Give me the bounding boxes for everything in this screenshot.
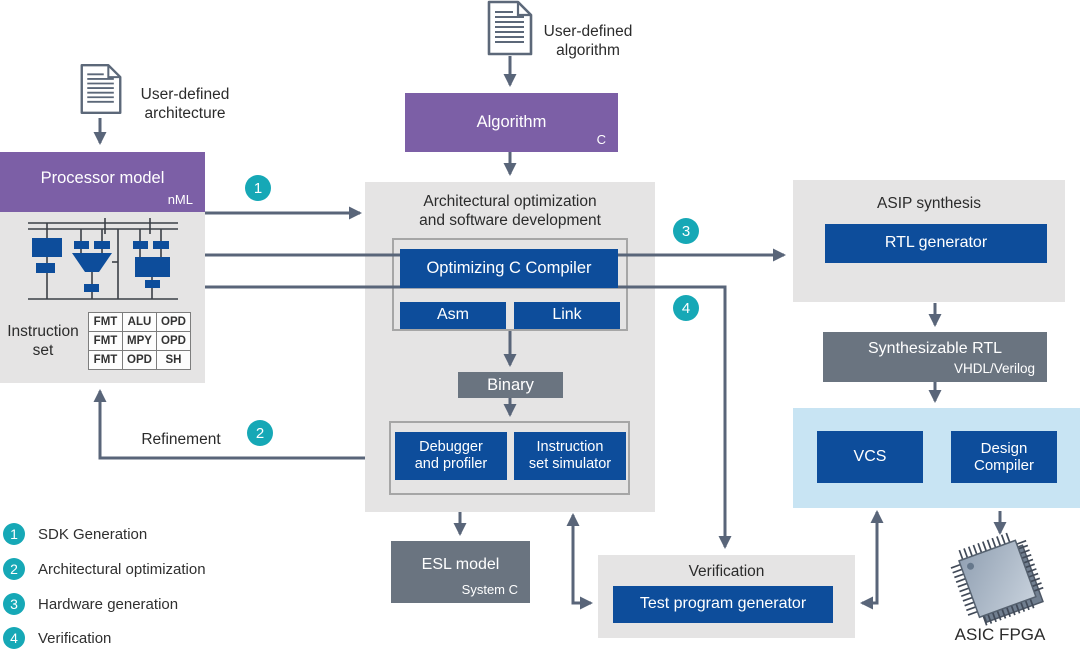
algorithm-language-tag: C [596, 132, 606, 147]
legend-label: Hardware generation [38, 595, 179, 613]
table-cell: FMT [88, 331, 123, 351]
legend-label: Verification [38, 629, 112, 647]
step-3-marker: 3 [673, 218, 699, 244]
table-row: FMT OPD SH [88, 350, 191, 370]
legend-item-hardware-generation: 3 Hardware generation [3, 593, 178, 615]
rtl-generator-box: RTL generator [825, 224, 1047, 263]
verification-title: Verification [688, 563, 765, 580]
debugger-profiler-box: Debugger and profiler [395, 432, 507, 480]
legend-item-verification: 4 Verification [3, 627, 111, 649]
legend-label: SDK Generation [38, 525, 148, 543]
table-cell: MPY [122, 331, 157, 351]
table-cell: OPD [156, 331, 191, 351]
legend-step-badge: 4 [3, 627, 25, 649]
design-compiler-box: Design Compiler [951, 431, 1057, 483]
step-1-marker: 1 [245, 175, 271, 201]
compiler-toolchain-group [392, 238, 628, 331]
table-cell: OPD [156, 312, 191, 332]
instruction-format-table: FMT ALU OPD FMT MPY OPD FMT OPD SH [88, 312, 191, 370]
processor-model-language-tag: nML [167, 192, 193, 207]
asm-box: Asm [400, 302, 506, 329]
binary-box: Binary [458, 372, 563, 398]
synthesizable-rtl-box: Synthesizable RTL VHDL/Verilog [823, 332, 1047, 382]
table-cell: ALU [122, 312, 157, 332]
user-defined-architecture-label: User-defined architecture [140, 86, 230, 123]
document-icon [487, 0, 533, 56]
user-defined-algorithm-label: User-defined algorithm [543, 23, 633, 60]
processor-model-box: Processor model nML [0, 152, 205, 212]
esl-model-box: ESL model System C [391, 541, 530, 603]
dev-panel-title: Architectural optimization and software … [419, 193, 601, 230]
algorithm-box: Algorithm C [405, 93, 618, 152]
legend-step-badge: 3 [3, 593, 25, 615]
legend-item-sdk-generation: 1 SDK Generation [3, 523, 147, 545]
chip-icon [950, 532, 1044, 626]
vcs-box: VCS [817, 431, 923, 483]
table-row: FMT MPY OPD [88, 331, 191, 351]
instruction-set-simulator-box: Instruction set simulator [514, 432, 626, 480]
refinement-label: Refinement [141, 431, 221, 448]
table-cell: SH [156, 350, 191, 370]
algorithm-box-label: Algorithm [476, 113, 547, 131]
legend-step-badge: 1 [3, 523, 25, 545]
table-cell: FMT [88, 350, 123, 370]
table-row: FMT ALU OPD [88, 312, 191, 332]
optimizing-c-compiler-box: Optimizing C Compiler [400, 249, 618, 288]
link-box: Link [514, 302, 620, 329]
rtl-language-tag: VHDL/Verilog [953, 361, 1035, 377]
legend-step-badge: 2 [3, 558, 25, 580]
synthesizable-rtl-label: Synthesizable RTL [868, 339, 1002, 357]
legend-item-architectural-optimization: 2 Architectural optimization [3, 558, 206, 580]
debug-simulate-group [389, 421, 630, 495]
asip-synthesis-title: ASIP synthesis [877, 195, 981, 212]
esl-language-tag: System C [461, 582, 518, 598]
test-program-generator-box: Test program generator [613, 586, 833, 623]
asic-fpga-label: ASIC FPGA [954, 625, 1046, 644]
datapath-schematic-icon [28, 218, 178, 300]
legend-label: Architectural optimization [38, 560, 206, 578]
instruction-set-label: Instruction set [7, 323, 79, 360]
table-cell: FMT [88, 312, 123, 332]
processor-model-label: Processor model [40, 168, 165, 187]
document-icon [80, 63, 122, 115]
step-2-marker: 2 [247, 420, 273, 446]
esl-model-label: ESL model [421, 555, 500, 573]
step-4-marker: 4 [673, 295, 699, 321]
table-cell: OPD [122, 350, 157, 370]
